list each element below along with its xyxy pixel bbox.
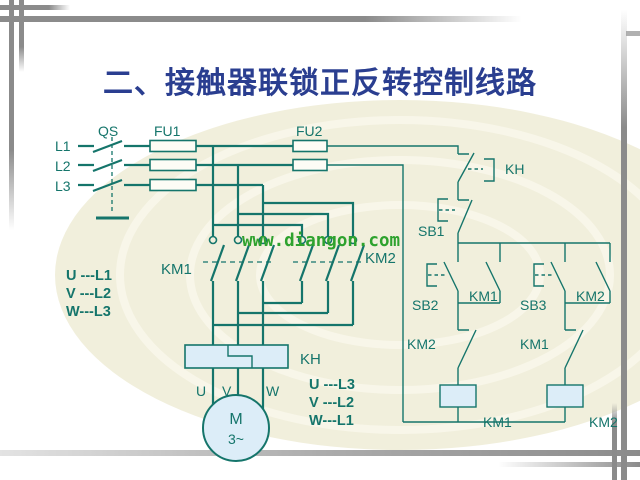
top-rule [0, 16, 522, 22]
right-rule [621, 10, 627, 480]
label-kh-contact: KH [505, 161, 524, 177]
label-fu2: FU2 [296, 123, 323, 139]
reverse-button-sb3 [533, 243, 566, 303]
motor-symbol [202, 394, 270, 462]
km1-coil [439, 384, 477, 408]
watermark-text: www.diangon.com [242, 231, 400, 251]
km1-seal-contact [458, 243, 501, 304]
phase-map-right-2: V ---L2 [309, 395, 354, 411]
phase-map-right-1: U ---L3 [309, 377, 355, 393]
label-l1: L1 [55, 138, 71, 154]
thermal-relay-kh [184, 344, 289, 369]
label-kh-box: KH [300, 351, 321, 368]
label-km2-coil: KM2 [589, 414, 618, 430]
motor-phase: 3~ [228, 431, 244, 447]
label-sb1: SB1 [418, 223, 445, 239]
label-km1-seal: KM1 [469, 288, 498, 304]
phase-map-left-2: V ---L2 [66, 286, 111, 302]
km1-interlock-contact [564, 303, 584, 385]
label-km1-coil: KM1 [483, 414, 512, 430]
qs-switch [78, 137, 150, 220]
forward-button-sb2 [426, 243, 459, 303]
km2-main-contacts [297, 235, 358, 245]
circuit-labels: L1 L2 L3 QS FU1 FU2 KM1 KM2 KH U V W KH … [55, 123, 618, 447]
phase-map-left-1: U ---L1 [66, 268, 112, 284]
km1-main-contacts [208, 235, 268, 245]
kh-contact [457, 152, 495, 200]
label-v: V [222, 383, 232, 399]
page-title: 二、接触器联锁正反转控制线路 [103, 66, 537, 101]
fuse-fu1 [149, 139, 197, 192]
label-sb2: SB2 [412, 297, 439, 313]
label-l3: L3 [55, 178, 71, 194]
motor-letter: M [229, 411, 242, 428]
phase-map-left-3: W---L3 [66, 304, 111, 320]
km2-interlock-contact [457, 303, 477, 385]
label-km1-interlock: KM1 [520, 336, 549, 352]
label-l2: L2 [55, 158, 71, 174]
label-w: W [266, 383, 280, 399]
label-fu1: FU1 [154, 123, 181, 139]
label-u: U [196, 383, 206, 399]
control-circuit [327, 145, 611, 423]
label-sb3: SB3 [520, 297, 547, 313]
phase-map-right-3: W---L1 [309, 413, 354, 429]
label-km1-main: KM1 [161, 261, 192, 278]
label-qs: QS [98, 123, 118, 139]
bottom-rule [0, 450, 640, 456]
label-km2-main: KM2 [365, 250, 396, 267]
main-circuit [78, 137, 366, 462]
label-km2-seal: KM2 [576, 288, 605, 304]
km2-seal-contact [565, 243, 611, 304]
stop-button-sb1 [437, 198, 473, 243]
label-km2-interlock: KM2 [407, 336, 436, 352]
km2-coil [546, 384, 584, 408]
